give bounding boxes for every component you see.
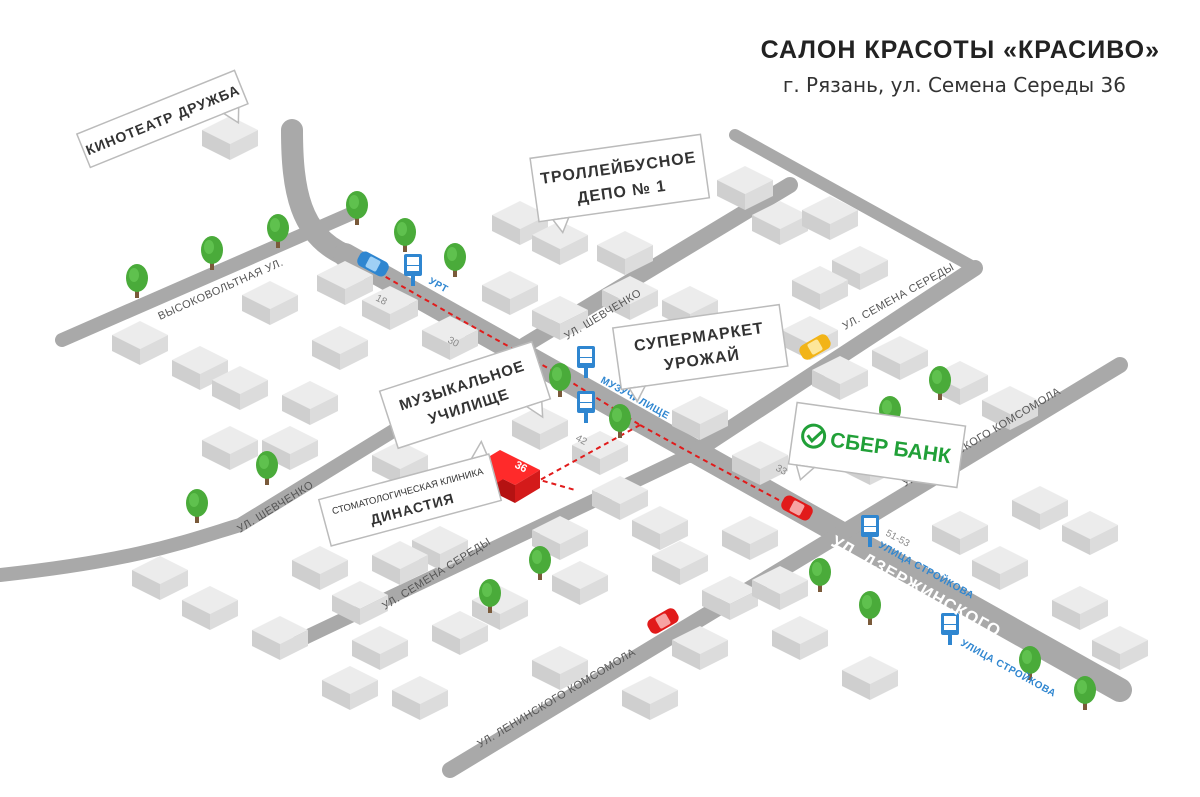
svg-text:18: 18 xyxy=(374,293,389,308)
car-yellow-icon xyxy=(799,334,831,360)
page-title: САЛОН КРАСОТЫ «КРАСИВО» xyxy=(760,36,1160,64)
callout-sberbank: СБЕР БАНК xyxy=(787,401,967,489)
callout-supermarket: СУПЕРМАРКЕТ УРОЖАЙ xyxy=(611,303,789,403)
building-numbers: 18 30 42 33 36 51-53 xyxy=(374,293,912,550)
callout-music-school: МУЗЫКАЛЬНОЕ УЧИЛИЩЕ xyxy=(378,340,552,450)
car-red-icon xyxy=(647,608,679,634)
sber-logo-icon xyxy=(801,423,827,449)
callout-dental-clinic: СТОМАТОЛОГИЧЕСКАЯ КЛИНИКА ДИНАСТИЯ xyxy=(317,439,503,547)
bus-stop-icon xyxy=(577,391,595,423)
svg-text:УЛ. ШЕВЧЕНКО: УЛ. ШЕВЧЕНКО xyxy=(235,479,316,536)
car-blue-icon xyxy=(357,251,389,277)
svg-text:30: 30 xyxy=(446,335,461,350)
svg-text:42: 42 xyxy=(574,433,589,448)
car-red-icon xyxy=(781,495,813,521)
cars xyxy=(357,251,831,634)
callout-depot: ТРОЛЛЕЙБУСНОЕ ДЕПО № 1 xyxy=(529,133,711,234)
svg-text:33: 33 xyxy=(774,463,789,478)
svg-text:УЛ. ДЗЕРЖИНСКОГО: УЛ. ДЗЕРЖИНСКОГО xyxy=(828,532,1004,641)
page-address: г. Рязань, ул. Семена Середы 36 xyxy=(782,73,1126,97)
svg-text:36: 36 xyxy=(513,459,529,475)
